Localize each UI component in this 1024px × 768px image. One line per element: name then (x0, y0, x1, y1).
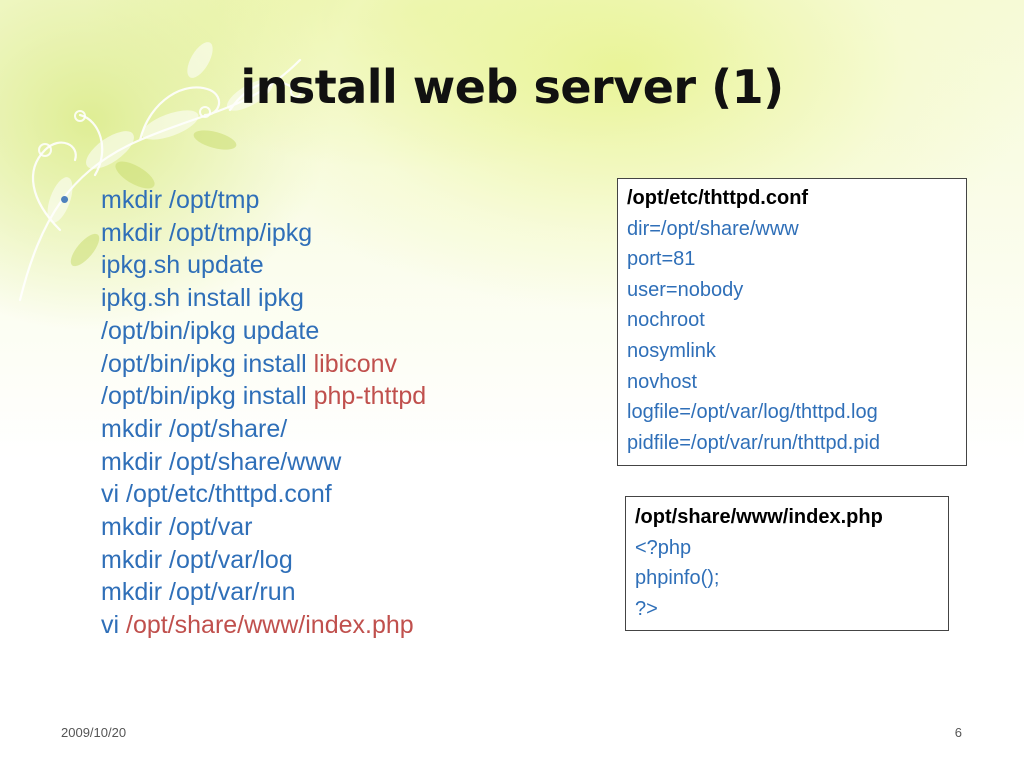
config-line: novhost (627, 370, 698, 393)
command-line: mkdir /opt/tmp (101, 184, 601, 217)
php-line: phpinfo(); (635, 567, 720, 590)
command-text: /opt/bin/ipkg install (101, 349, 314, 378)
php-box-heading: /opt/share/www/index.php (635, 506, 883, 528)
footer-date: 2009/10/20 (61, 725, 127, 740)
command-line: /opt/bin/ipkg install php-thttpd (101, 380, 601, 413)
command-line: /opt/bin/ipkg update (101, 315, 601, 348)
command-highlight: libiconv (313, 349, 397, 378)
php-line: <?php (635, 536, 692, 559)
command-text: mkdir /opt/var (101, 513, 253, 542)
command-line: mkdir /opt/var/log (101, 544, 601, 577)
command-highlight: /opt/share/www/index.php (126, 611, 414, 640)
config-box-heading: /opt/etc/thttpd.conf (627, 187, 809, 209)
config-line: dir=/opt/share/www (627, 217, 799, 240)
command-line: vi /opt/share/www/index.php (101, 609, 601, 642)
php-line: ?> (635, 597, 658, 620)
command-line: /opt/bin/ipkg install libiconv (101, 348, 601, 381)
command-line: mkdir /opt/var/run (101, 576, 601, 609)
command-line: mkdir /opt/tmp/ipkg (101, 217, 601, 250)
command-text: mkdir /opt/tmp/ipkg (101, 218, 313, 247)
command-line: ipkg.sh install ipkg (101, 282, 601, 315)
command-text: mkdir /opt/var/log (101, 545, 293, 574)
command-line: ipkg.sh update (101, 249, 601, 282)
command-line: mkdir /opt/var (101, 511, 601, 544)
command-line: mkdir /opt/share/www (101, 446, 601, 479)
index-php-box: /opt/share/www/index.php <?php phpinfo()… (625, 496, 949, 631)
command-text: mkdir /opt/share/www (101, 447, 342, 476)
command-text: vi (101, 611, 126, 640)
command-text: vi /opt/etc/thttpd.conf (101, 480, 332, 509)
floral-vine-decoration (18, 42, 302, 302)
footer-page-number: 6 (954, 725, 962, 740)
command-text: /opt/bin/ipkg update (101, 316, 320, 345)
slide-title: install web server (1) (240, 60, 784, 114)
command-list: mkdir /opt/tmp mkdir /opt/tmp/ipkg ipkg.… (101, 184, 601, 642)
command-line: mkdir /opt/share/ (101, 413, 601, 446)
bullet-dot-icon: • (60, 184, 70, 214)
command-highlight: php-thttpd (313, 382, 427, 411)
command-text: ipkg.sh update (101, 251, 264, 280)
config-line: nosymlink (627, 339, 716, 362)
command-text: /opt/bin/ipkg install (101, 382, 314, 411)
config-line: logfile=/opt/var/log/thttpd.log (627, 401, 878, 424)
thttpd-config-box: /opt/etc/thttpd.conf dir=/opt/share/www … (617, 178, 967, 466)
config-line: user=nobody (627, 278, 744, 301)
command-text: mkdir /opt/tmp (101, 186, 260, 214)
config-line: pidfile=/opt/var/run/thttpd.pid (627, 431, 880, 454)
command-text: mkdir /opt/var/run (101, 578, 296, 607)
config-line: nochroot (627, 309, 705, 332)
command-text: ipkg.sh install ipkg (101, 284, 304, 313)
command-line: vi /opt/etc/thttpd.conf (101, 478, 601, 511)
config-line: port=81 (627, 248, 696, 271)
command-text: mkdir /opt/share/ (101, 414, 288, 443)
